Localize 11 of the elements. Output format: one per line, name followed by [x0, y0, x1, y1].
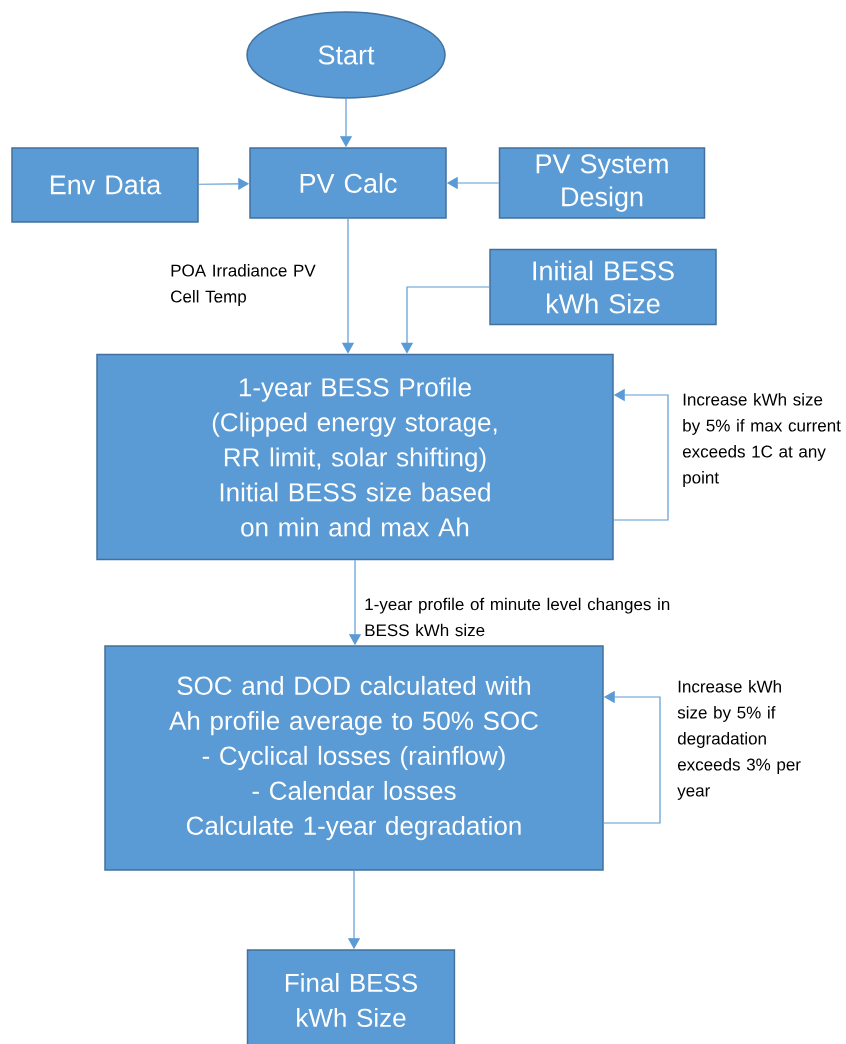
edge-label: POA Irradiance PV Cell Temp — [171, 264, 316, 306]
process-box: Initial BESS kWh Size — [489, 248, 717, 326]
process-box: PV System Design — [498, 147, 706, 219]
process-box: SOC and DOD calculated with Ah profile average to 50% SOC - Cyclical losses (rainflow) - Calendar losses Calculate 1-year degradation — [104, 645, 604, 871]
edge-label: Increase kWh size by 5% if degradation exceeds 3% per year — [677, 680, 801, 800]
edge-label: Increase kWh size by 5% if max current exceeds 1C at any point — [682, 393, 841, 487]
process-box: 1-year BESS Profile (Clipped energy storage, RR limit, solar shifting) Initial BESS size based on min and max Ah — [96, 353, 614, 561]
process-box: Env Data — [11, 147, 199, 223]
edge-label: 1-year profile of minute level changes in BESS kWh size — [365, 597, 670, 637]
process-box: PV Calc — [249, 147, 447, 219]
process-box: Final BESS kWh Size — [246, 949, 456, 1044]
